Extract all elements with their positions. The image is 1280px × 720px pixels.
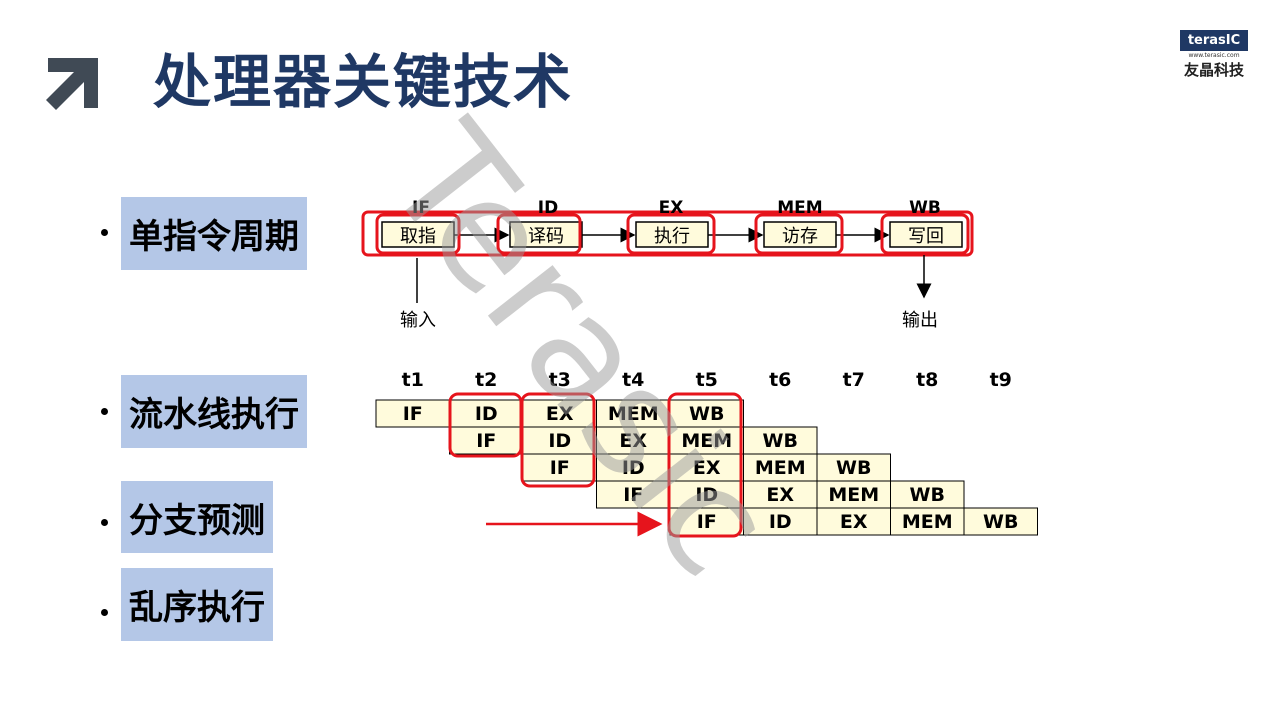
pipeline-cell-label: EX [840, 511, 868, 533]
stage-label: 译码 [528, 226, 564, 247]
stage-label: 写回 [908, 226, 944, 247]
bullet-dot [101, 519, 108, 526]
pipeline-cell-label: IF [623, 484, 643, 506]
pipeline-cell-label: ID [769, 511, 792, 533]
bullet-branch-prediction: 分支预测 [121, 481, 273, 553]
bullet-label: 单指令周期 [129, 217, 299, 257]
stage-tag: WB [909, 198, 941, 218]
bullet-single-cycle: 单指令周期 [121, 197, 307, 270]
pipeline-cell-label: WB [983, 511, 1018, 533]
bullet-label: 乱序执行 [129, 588, 265, 628]
bullet-dot [101, 408, 108, 415]
time-label: t4 [622, 369, 644, 391]
bullet-dot [101, 229, 108, 236]
stage-highlight [626, 213, 716, 255]
pipeline-cell [669, 426, 744, 455]
pipeline-cell-label: EX [766, 484, 794, 506]
stage-box-ex [635, 221, 709, 248]
pipeline-cell-label: MEM [828, 484, 879, 506]
time-label: t5 [696, 369, 718, 391]
pipeline-highlight-t5 [667, 392, 743, 538]
stage-box-wb [889, 221, 963, 248]
bullet-dot [101, 609, 108, 616]
pipeline-cell-label: MEM [608, 403, 659, 425]
page-title: 处理器关键技术 [153, 48, 574, 116]
pipeline-cell-label: MEM [681, 430, 732, 452]
stage-label: 执行 [654, 226, 690, 247]
pipeline-cell-label: ID [622, 457, 645, 479]
pipeline-cell-label: EX [693, 457, 721, 479]
pipeline-cell [596, 399, 671, 428]
logo-brand: terasIC [1180, 30, 1248, 51]
pipeline-cell-label: MEM [902, 511, 953, 533]
pipeline-cell [743, 453, 818, 482]
bullet-pipeline: 流水线执行 [121, 375, 307, 448]
pipeline-cell-label: ID [548, 430, 571, 452]
stage-highlight [754, 213, 844, 255]
stage-highlight [375, 213, 461, 255]
bullet-label: 流水线执行 [129, 395, 299, 435]
bullet-label: 分支预测 [129, 500, 265, 541]
output-label: 输出 [902, 310, 938, 331]
logo-cn-name: 友晶科技 [1183, 61, 1244, 79]
pipeline-cell [669, 480, 744, 509]
pipeline-cell [963, 507, 1038, 536]
time-label: t7 [843, 369, 865, 391]
pipeline-cell [449, 399, 524, 428]
pipeline-cell-label: WB [763, 430, 798, 452]
logo-url: www.terasic.com [1188, 52, 1240, 59]
stage-tag: MEM [777, 198, 822, 218]
pipeline-cell-label: IF [476, 430, 496, 452]
pipeline-cell [816, 453, 891, 482]
time-label: t2 [475, 369, 497, 391]
stage-tag: EX [659, 198, 684, 218]
terasic-logo: terasIC www.terasic.com 友晶科技 [1180, 30, 1248, 80]
pipeline-cell-label: WB [910, 484, 945, 506]
pipeline-cell-label: IF [403, 403, 423, 425]
pipeline-cell-label: EX [619, 430, 647, 452]
stage-tag: IF [412, 198, 430, 218]
stage-tag: ID [538, 198, 558, 218]
time-label: t8 [916, 369, 938, 391]
stage-box-if [381, 221, 455, 248]
pipeline-cell-label: WB [836, 457, 871, 479]
pipeline-cell [816, 507, 891, 536]
bullet-out-of-order: 乱序执行 [121, 568, 273, 641]
pipeline-cell-label: WB [689, 403, 724, 425]
pipeline-highlight-t3 [520, 392, 596, 488]
stage-highlight [496, 213, 582, 255]
time-label: t3 [549, 369, 571, 391]
stage-box-mem [763, 221, 837, 248]
pipeline-cell [743, 507, 818, 536]
stage-label: 访存 [782, 226, 818, 247]
pipeline-cell [669, 399, 744, 428]
stage-box-id [509, 221, 583, 248]
stage-label: 取指 [400, 226, 436, 247]
pipeline-cell [596, 453, 671, 482]
pipeline-cell-label: ID [475, 403, 498, 425]
time-label: t9 [990, 369, 1012, 391]
pipeline-cell-label: MEM [755, 457, 806, 479]
pipeline-cell-label: EX [546, 403, 574, 425]
pipeline-cell [522, 453, 597, 482]
time-label: t6 [769, 369, 791, 391]
pipeline-cell-label: IF [550, 457, 570, 479]
pipeline-cell-label: IF [697, 511, 717, 533]
pipeline-cell [890, 507, 965, 536]
pipeline-cell [375, 399, 450, 428]
pipeline-cell [890, 480, 965, 509]
input-label: 输入 [400, 310, 436, 331]
pipeline-cell-label: ID [695, 484, 718, 506]
pipeline-cell [596, 426, 671, 455]
arrow-up-right-icon [46, 58, 98, 110]
single-cycle-outline [361, 210, 974, 257]
time-label: t1 [402, 369, 424, 391]
stage-highlight [880, 213, 970, 255]
